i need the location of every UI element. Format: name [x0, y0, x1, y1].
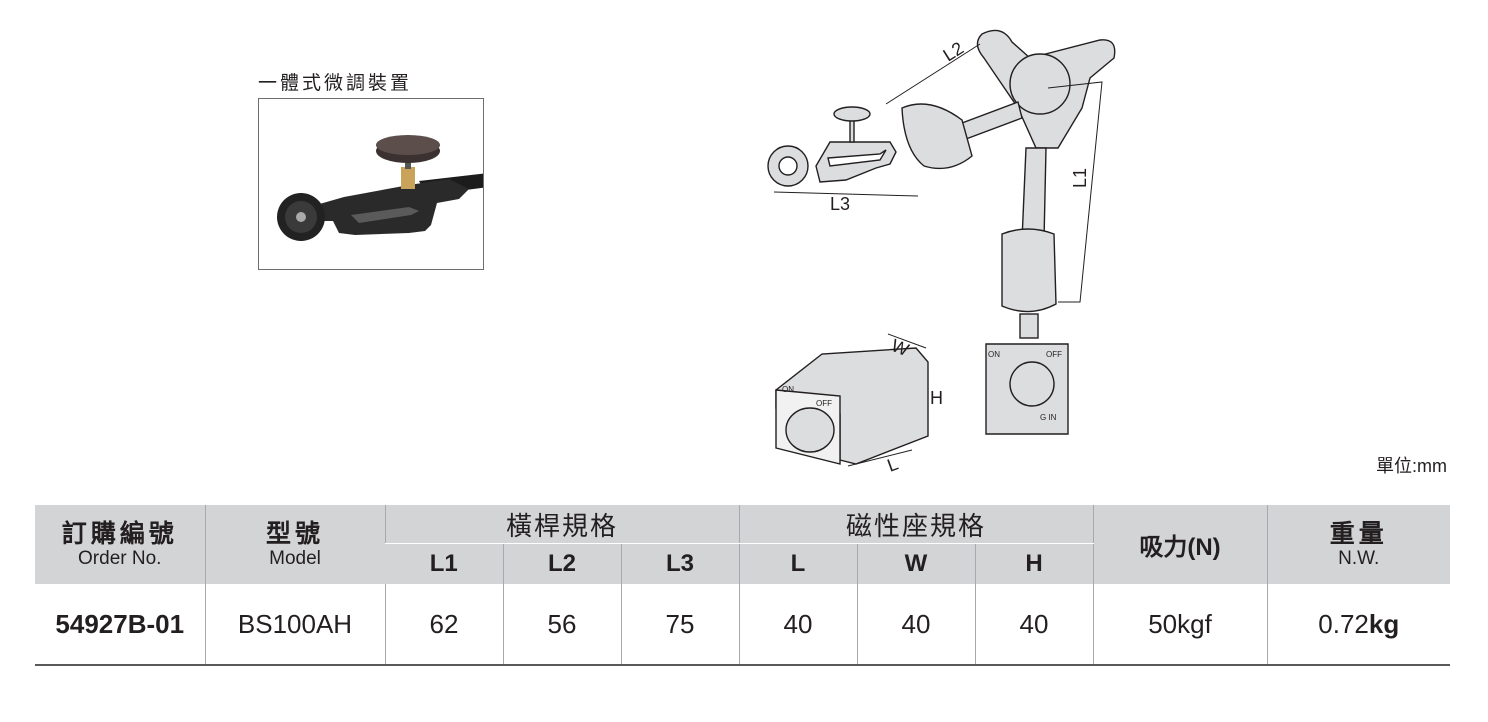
cell-h: 40 [974, 584, 1094, 666]
w-dimension-label: W [889, 335, 912, 360]
header-l: L [738, 543, 857, 584]
cell-l: 40 [738, 584, 857, 666]
h-dimension-label: H [930, 388, 943, 408]
cell-l1: 62 [384, 584, 503, 666]
header-base-spec: 磁性座規格 [738, 505, 1094, 544]
magnetic-base-diagram: L2 L1 L3 W H L ON OFF G IN ON OFF [767, 29, 1116, 476]
inset-caption: 一體式微調裝置 [258, 73, 413, 94]
cell-weight: 0.72kg [1266, 584, 1451, 666]
l1-dimension-label: L1 [1070, 168, 1090, 188]
header-force: 吸力(N) [1092, 505, 1268, 584]
unit-note: 單位:mm [1376, 456, 1447, 476]
cube-off-label: OFF [816, 399, 832, 408]
cell-force: 50kgf [1092, 584, 1268, 666]
weight-number: 0.72 [1318, 608, 1369, 639]
header-rod-spec: 橫桿規格 [384, 505, 739, 544]
header-l1: L1 [385, 543, 503, 584]
l3-dimension-label: L3 [830, 194, 850, 214]
header-l2: L2 [502, 543, 621, 584]
cell-order-no: 54927B-01 [35, 584, 205, 666]
spec-table: 訂購編號 Order No. 型號 Model 橫桿規格 磁性座規格 吸力(N)… [35, 505, 1451, 666]
header-l3: L3 [620, 543, 739, 584]
header-weight: 重量 N.W. [1266, 505, 1451, 584]
fine-adjust-photo [258, 98, 484, 270]
cell-l2: 56 [502, 584, 621, 666]
header-h: H [974, 543, 1094, 584]
cell-l3: 75 [620, 584, 739, 666]
cell-model: BS100AH [204, 584, 385, 666]
l-dimension-label: L [885, 454, 901, 476]
cube-on-label: ON [782, 385, 794, 394]
header-w: W [856, 543, 975, 584]
cell-w: 40 [856, 584, 975, 666]
weight-unit: kg [1368, 608, 1400, 639]
header-order-no: 訂購編號 Order No. [35, 505, 205, 584]
switch-off-label: OFF [1046, 350, 1062, 359]
switch-on-label: ON [988, 350, 1000, 359]
table-row: 54927B-01 BS100AH 62 56 75 40 40 40 50kg… [35, 584, 1451, 666]
l2-dimension-label: L2 [940, 38, 968, 66]
switch-gin-label: G IN [1040, 413, 1057, 422]
header-model: 型號 Model [204, 505, 385, 584]
